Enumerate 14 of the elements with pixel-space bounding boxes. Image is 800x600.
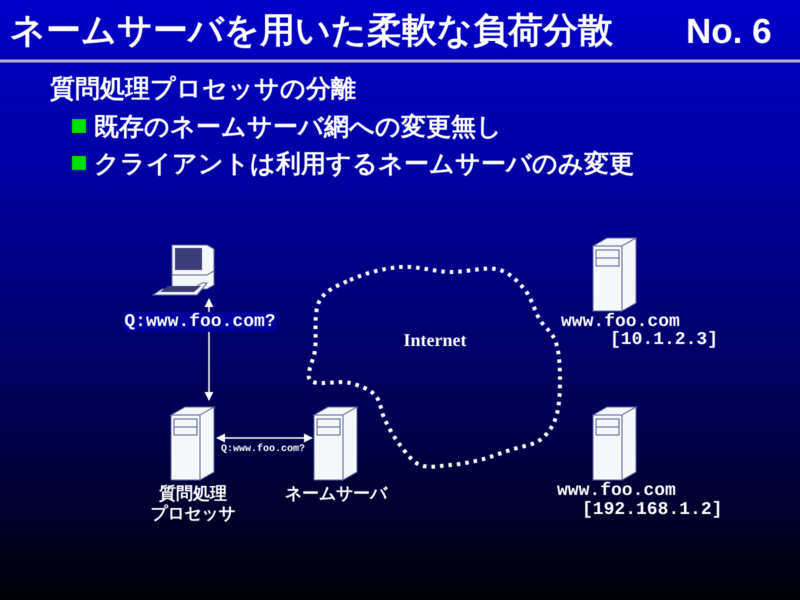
cloud-label: Internet (402, 330, 468, 350)
host-name: www.foo.com (561, 313, 680, 332)
title: ネームサーバを用いた柔軟な負荷分散 (10, 10, 613, 52)
ip-address: [192.168.1.2] (582, 501, 722, 520)
slide-number: No. 6 (686, 11, 772, 53)
server-label: 質問処理プロセッサ (150, 484, 236, 524)
bullet-text: クライアントは利用するネームサーバのみ変更 (94, 148, 634, 180)
bullet-text: 既存のネームサーバ網への変更無し (94, 111, 502, 143)
ip-address: [10.1.2.3] (610, 331, 718, 350)
edge-label: Q:www.foo.com? (220, 444, 306, 456)
edge-label: Q:www.foo.com? (123, 312, 277, 332)
server-label: ネームサーバ (284, 484, 389, 504)
host-name: www.foo.com (557, 482, 676, 501)
heading-text: 質問処理プロセッサの分離 (50, 73, 356, 105)
